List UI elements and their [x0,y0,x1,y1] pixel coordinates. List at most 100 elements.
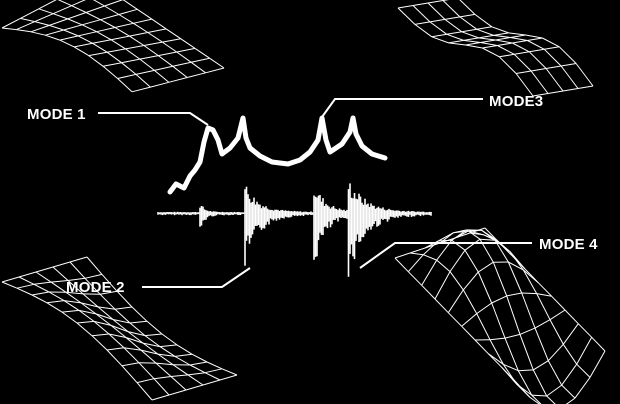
mesh-line [78,309,95,322]
mesh-line [427,0,444,4]
mesh-line [438,232,454,242]
mesh-line [158,51,177,57]
mesh-line [491,295,507,304]
mesh-line [76,322,93,337]
mesh-line [444,18,463,33]
mesh-line [448,42,466,46]
mesh-line [133,22,149,33]
leader-lines [98,98,532,288]
mesh-line [434,298,449,314]
mesh-line [476,28,494,36]
mesh-line [504,337,519,371]
mesh-line [187,372,206,376]
mesh-line [459,0,476,15]
mesh-line [174,353,193,357]
mesh-line [86,256,103,275]
mesh-line [491,26,509,34]
mesh-line [45,29,64,36]
mesh-line [448,39,464,44]
mesh-line [409,252,424,256]
mesh-line [560,65,579,89]
mesh-line [16,283,35,289]
mesh-line [67,12,87,20]
mode4-mesh [394,227,606,404]
mesh-line [118,8,138,15]
mesh-line [168,389,187,396]
mesh-line [506,295,521,335]
mesh-line [530,70,549,94]
mesh-line [463,37,479,41]
mode4-label: MODE 4 [539,236,598,253]
mesh-line [91,335,108,351]
mesh-line [438,239,452,242]
mesh-line [488,353,504,365]
mesh-line [219,374,238,381]
mesh-line [61,309,80,313]
mesh-line [121,365,138,383]
mesh-line [544,46,560,50]
mesh-line [495,37,511,41]
mesh-line [168,77,188,83]
mesh-line [476,313,491,340]
mesh-line [502,364,518,385]
mesh-line [439,237,456,244]
mesh-line [444,16,460,20]
mesh-line [534,319,551,329]
mesh-line [528,51,547,69]
mesh-line [480,42,498,46]
mesh-line [190,61,206,74]
mesh-line [494,239,509,263]
mesh-line [114,308,131,324]
mesh-line [73,46,89,57]
mesh-line [209,57,225,69]
mesh-line [576,337,593,365]
mesh-line [480,39,496,43]
mesh-line [394,257,409,273]
mesh-line [468,230,484,236]
mesh-line [478,37,496,41]
mesh-line [464,238,481,251]
mesh-line [106,51,122,64]
mesh-line [521,292,537,295]
mesh-line [67,18,83,26]
mesh-line [78,309,97,315]
mesh-line [514,51,530,55]
mesh-line [465,42,481,46]
mesh-line [93,0,105,7]
mesh-line [533,360,549,371]
mesh-line [59,39,75,48]
mesh-line [147,32,163,43]
mesh-line [409,247,426,254]
mesh-line [176,51,192,63]
mesh-line [125,337,142,351]
mesh-line [108,333,127,338]
mesh-line [546,65,562,69]
mesh-line [476,26,492,30]
mesh-line [84,273,103,279]
mesh-line [81,24,97,33]
mesh-line [204,372,221,381]
mesh-line [53,13,68,20]
mesh-line [97,306,114,320]
mesh-line [101,274,118,292]
mesh-line [427,2,446,20]
mesh-line [110,39,126,50]
mesh-line [131,86,151,93]
mesh-line [172,61,192,67]
mesh-line [63,300,80,311]
mesh-line [107,48,126,53]
mesh-line [110,325,127,338]
mesh-line [461,325,476,341]
mesh-line [52,261,71,268]
mesh-line [394,252,411,259]
mesh-line [204,368,223,374]
mesh-line [461,313,478,327]
mesh-line [429,21,448,35]
mesh-line [85,5,105,13]
mesh-line [116,290,133,308]
mesh-line [562,344,578,365]
mesh-line [476,302,492,315]
mesh-line [519,327,536,335]
mesh-line [176,344,193,355]
